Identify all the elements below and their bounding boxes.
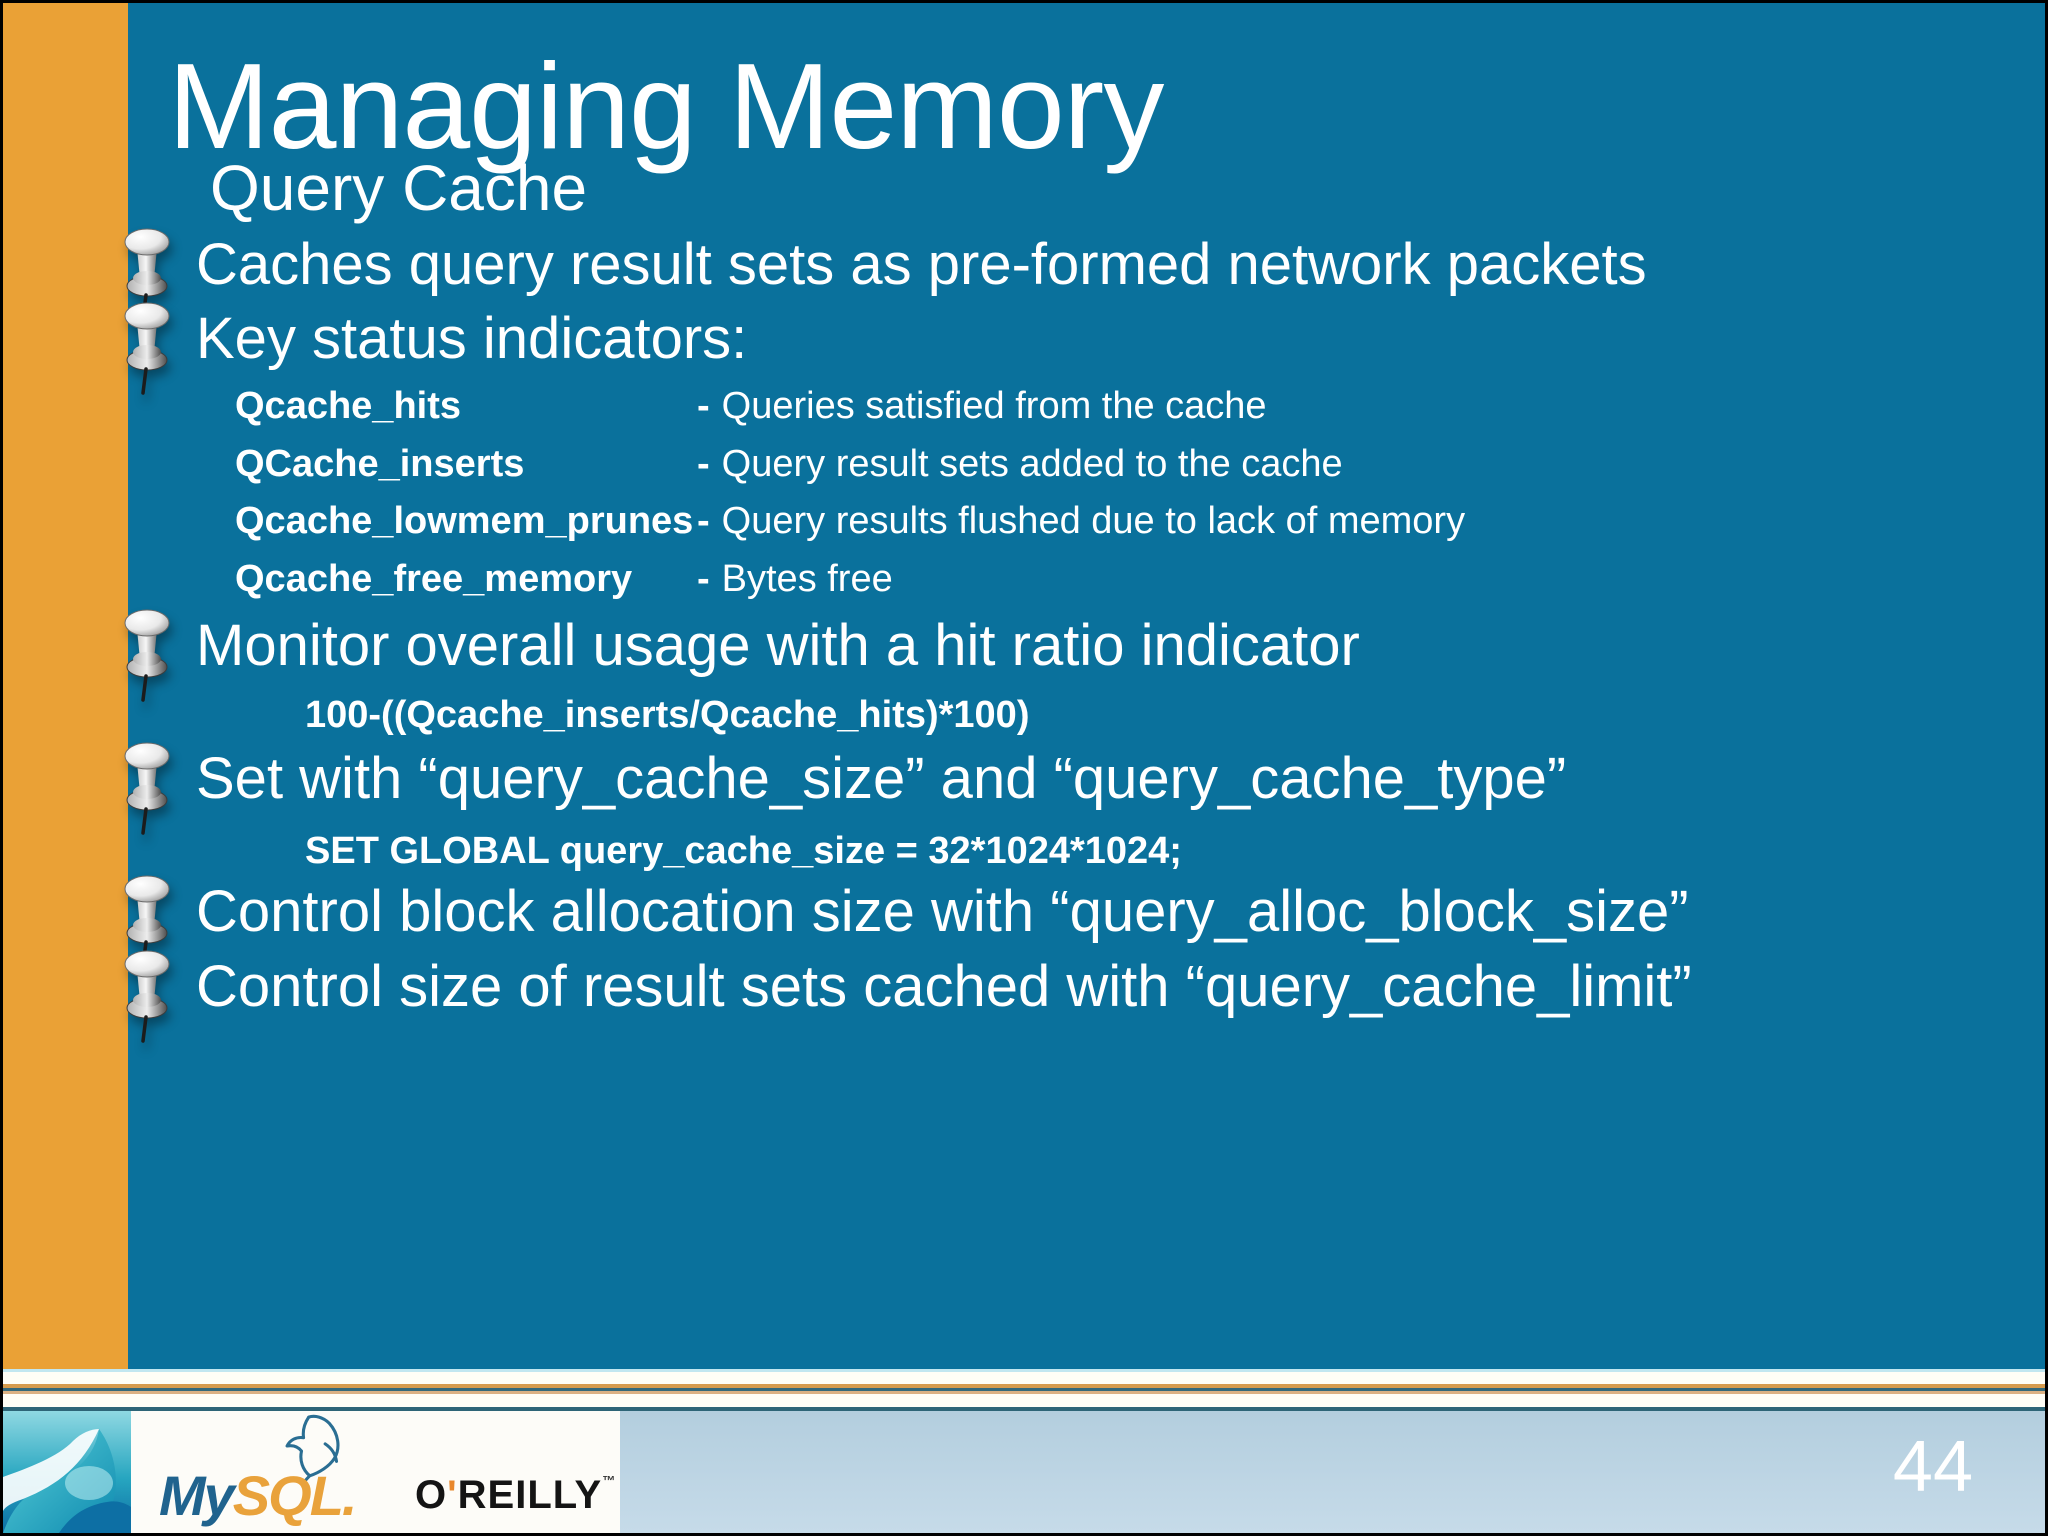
bullet-control-block: Control block allocation size with “quer… (196, 879, 1689, 944)
left-accent-stripe (3, 3, 128, 1369)
frame-border (0, 0, 2048, 3)
table-row: Qcache_free_memory -Bytes free (235, 551, 1465, 609)
indicator-desc: -Query results flushed due to lack of me… (697, 500, 1465, 543)
indicator-desc: -Bytes free (697, 558, 1465, 601)
dash: - (697, 442, 710, 485)
frame-border (0, 0, 3, 1536)
oreilly-trademark: ™ (602, 1473, 617, 1488)
status-indicator-table: Qcache_hits -Queries satisfied from the … (235, 378, 1465, 608)
footer: MySQL. O'REILLY™ 44 (3, 1411, 2045, 1533)
indicator-desc: -Query result sets added to the cache (697, 443, 1465, 486)
divider-stripe (3, 1369, 2045, 1372)
oreilly-logo: O'REILLY™ (415, 1473, 616, 1518)
divider-stripe (3, 1388, 2045, 1391)
bullet-set-with: Set with “query_cache_size” and “query_c… (196, 746, 1567, 811)
indicator-name: Qcache_free_memory (235, 557, 633, 600)
table-row: Qcache_hits -Queries satisfied from the … (235, 378, 1465, 436)
table-row: QCache_inserts -Query result sets added … (235, 436, 1465, 494)
pushpin-icon (123, 949, 171, 1043)
page-number: 44 (1892, 1427, 1973, 1507)
slide-title: Managing Memory (168, 38, 1164, 174)
pushpin-icon (123, 301, 171, 395)
oreilly-rest: REILLY (457, 1473, 603, 1517)
slide-background (3, 3, 2045, 1369)
pushpin-icon (123, 608, 171, 702)
oreilly-apostrophe: ' (447, 1473, 458, 1517)
divider-stripe (3, 1391, 2045, 1394)
table-row: Qcache_lowmem_prunes -Query results flus… (235, 493, 1465, 551)
bullet-caches-query: Caches query result sets as pre-formed n… (196, 232, 1647, 297)
indicator-name: Qcache_lowmem_prunes (235, 500, 694, 543)
bullet-key-status: Key status indicators: (196, 306, 748, 371)
mysql-logo-sql: SQL. (232, 1464, 358, 1527)
indicator-desc-text: Query results flushed due to lack of mem… (721, 500, 1466, 543)
mysql-dolphin-icon (285, 1414, 340, 1483)
dash: - (697, 500, 710, 543)
hit-ratio-formula: 100-((Qcache_inserts/Qcache_hits)*100) (305, 694, 1030, 736)
indicator-desc: -Queries satisfied from the cache (697, 385, 1465, 428)
bullet-monitor-usage: Monitor overall usage with a hit ratio i… (196, 613, 1360, 678)
divider-stripe (3, 1384, 2045, 1388)
indicator-desc-text: Bytes free (721, 557, 893, 600)
wave-image (3, 1411, 131, 1533)
bullet-control-size: Control size of result sets cached with … (196, 954, 1692, 1019)
mysql-logo-my: My (159, 1464, 235, 1527)
indicator-desc-text: Queries satisfied from the cache (721, 385, 1267, 428)
indicator-name: Qcache_hits (235, 385, 461, 428)
mysql-logo: MySQL. (159, 1463, 358, 1528)
indicator-desc-text: Query result sets added to the cache (721, 442, 1343, 485)
divider-stripe (3, 1394, 2045, 1407)
indicator-name: QCache_inserts (235, 442, 525, 485)
divider-stripe (3, 1407, 2045, 1411)
dash: - (697, 557, 710, 600)
logo-panel: MySQL. O'REILLY™ (131, 1411, 620, 1533)
set-global-statement: SET GLOBAL query_cache_size = 32*1024*10… (305, 830, 1182, 872)
frame-border (0, 1533, 2048, 1536)
dash: - (697, 385, 710, 428)
oreilly-o: O (415, 1473, 448, 1517)
divider-stripe (3, 1372, 2045, 1384)
slide-subtitle: Query Cache (210, 152, 588, 224)
pushpin-icon (123, 741, 171, 835)
frame-border (2045, 0, 2048, 1536)
